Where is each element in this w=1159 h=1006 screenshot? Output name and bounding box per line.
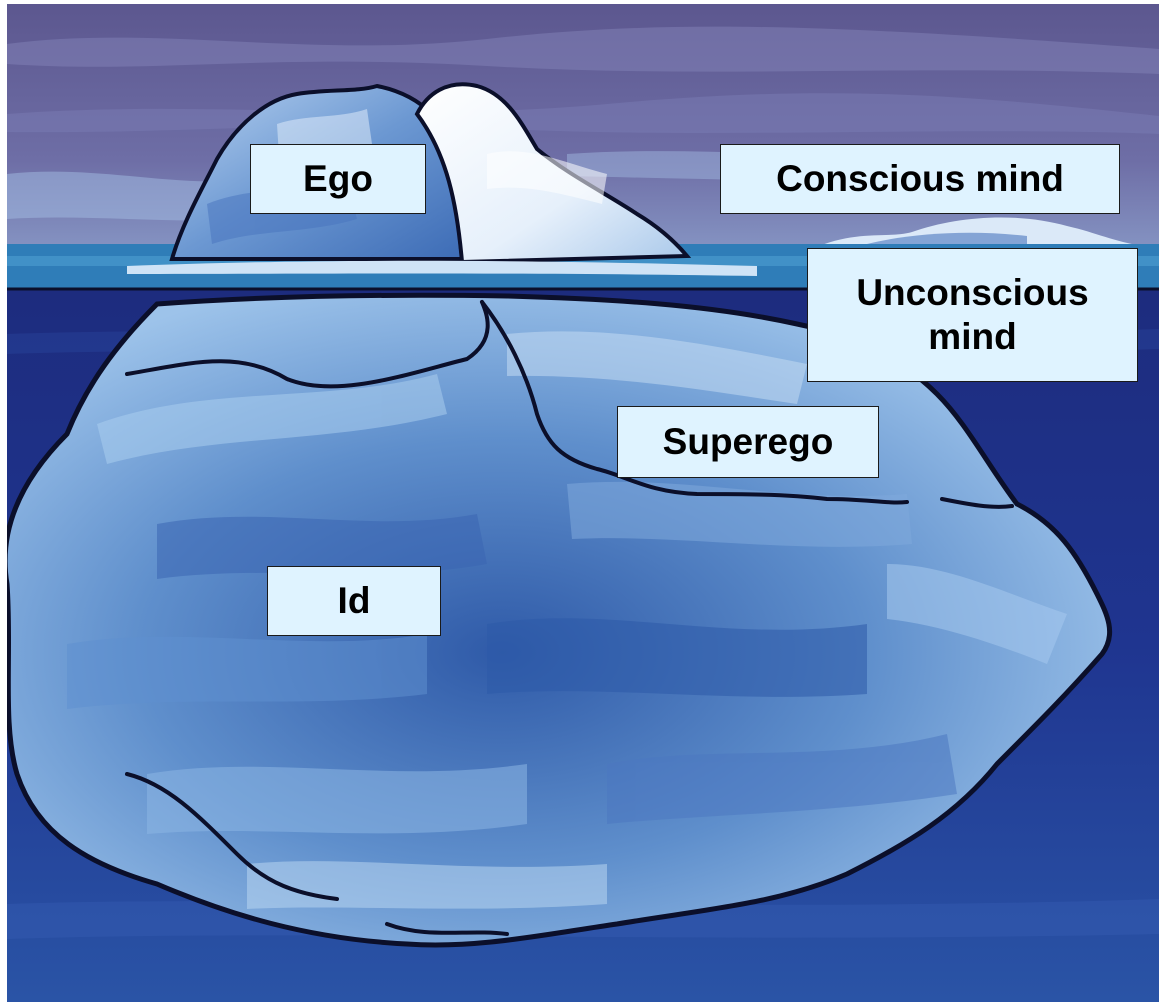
unconscious-mind-label: Unconscious mind [807, 248, 1138, 382]
ego-label: Ego [250, 144, 426, 214]
superego-label: Superego [617, 406, 879, 478]
id-label: Id [267, 566, 441, 636]
conscious-mind-label: Conscious mind [720, 144, 1120, 214]
